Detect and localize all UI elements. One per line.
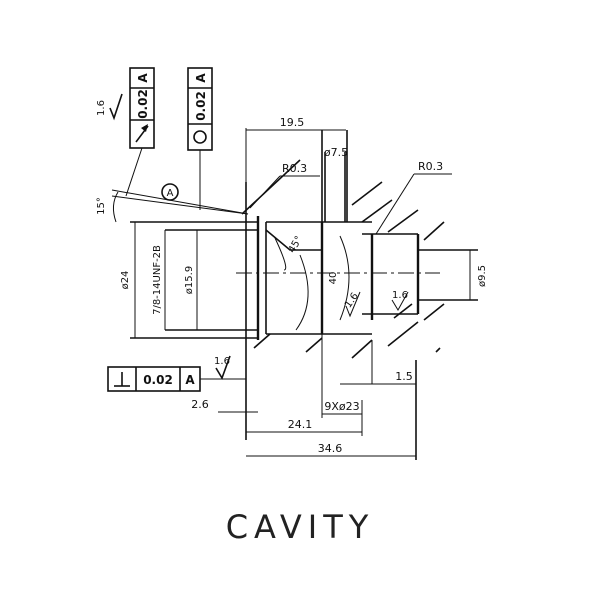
runout-datum: A: [136, 73, 150, 83]
circularity-value: 0.02: [194, 91, 208, 121]
datum-letter: A: [167, 188, 174, 199]
finish-bottom-value: 1.6: [214, 356, 230, 367]
surface-finish-icon-right: 1.6: [391, 290, 409, 311]
radius-left: R0.3: [282, 162, 307, 175]
circularity-datum: A: [194, 73, 208, 83]
circularity-circle-icon: [193, 130, 207, 144]
chamfer-angle: 15°: [96, 197, 107, 215]
overall-length: 34.6: [318, 442, 343, 455]
finish-right-value: 1.6: [392, 290, 408, 301]
outer-dia: ø24: [120, 271, 131, 290]
perp-datum: A: [185, 373, 195, 387]
depth-40: 40: [328, 272, 339, 285]
hatching: [241, 159, 445, 359]
runout-frame: A 0.02: [129, 67, 155, 149]
step-2-6: 2.6: [191, 398, 209, 411]
surface-finish-icon-bottom: 1.6: [214, 355, 231, 380]
right-bore: ø9.5: [477, 265, 488, 287]
holes: 9Xø23: [324, 400, 359, 413]
circularity-frame: A 0.02: [187, 67, 213, 151]
radius-right: R0.3: [418, 160, 443, 173]
runout-arrow-icon: [135, 124, 149, 143]
datum-circle-icon: A: [161, 183, 179, 201]
small-bore: ø7.5: [324, 146, 348, 159]
cone-angle: 45°: [287, 234, 305, 255]
perpendicularity-frame: 0.02 A: [107, 366, 246, 392]
pilot-dia: ø15.9: [184, 266, 195, 294]
perpendicular-icon: [114, 372, 130, 387]
thread: 7/8-14UNF-2B: [152, 245, 163, 315]
finish-top-value: 1.6: [96, 100, 107, 116]
runout-value: 0.02: [136, 89, 150, 119]
finish-inner-value: 1.6: [343, 291, 361, 310]
surface-finish-icon-inner: 1.6: [343, 291, 361, 318]
perp-value: 0.02: [143, 373, 173, 387]
top-width: 19.5: [280, 116, 305, 129]
depth-24: 24.1: [288, 418, 313, 431]
right-step: 1.5: [395, 370, 413, 383]
caption: CAVITY: [225, 508, 375, 546]
surface-finish-icon-top: 1.6: [96, 93, 123, 121]
